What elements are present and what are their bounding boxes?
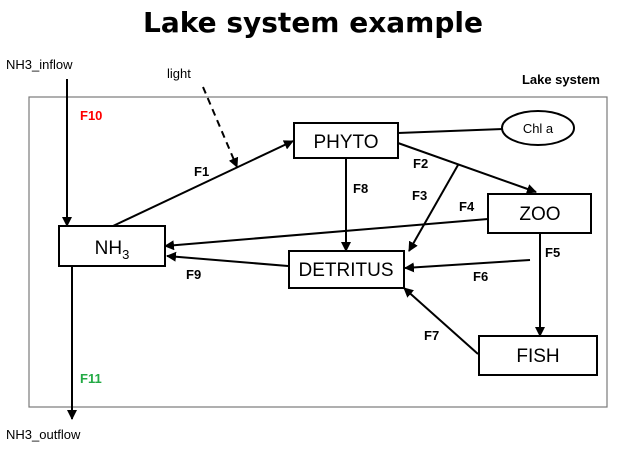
f4-arrow <box>164 218 489 251</box>
f7-arrow <box>403 287 479 355</box>
f3-arrow <box>408 164 459 252</box>
f11-label: F11 <box>80 371 102 386</box>
f4-label: F4 <box>459 199 475 214</box>
f1-arrow <box>112 140 294 227</box>
f10-label: F10 <box>80 108 102 123</box>
fish-label: FISH <box>516 346 559 367</box>
lake-system-label: Lake system <box>522 72 600 87</box>
f6-arrow <box>404 259 531 273</box>
lake-system-boundary <box>28 96 608 408</box>
fish-node: FISH <box>478 335 598 376</box>
f8-label: F8 <box>353 181 368 196</box>
f9-label: F9 <box>186 267 201 282</box>
nh3-main: NH <box>95 238 122 259</box>
detritus-label: DETRITUS <box>299 260 394 281</box>
f2-label: F2 <box>413 156 428 171</box>
nh3-subscript: 3 <box>122 247 129 262</box>
f9-arrow <box>166 251 289 267</box>
chla-node: Chl a <box>501 110 575 146</box>
detritus-node: DETRITUS <box>288 250 405 289</box>
nh3-outflow-label: NH3_outflow <box>6 427 81 442</box>
f7-label: F7 <box>424 328 439 343</box>
f1-label: F1 <box>194 164 209 179</box>
phyto-chla-link <box>397 128 504 134</box>
f5-label: F5 <box>545 245 560 260</box>
light-arrow <box>202 86 239 168</box>
f3-label: F3 <box>412 188 427 203</box>
phyto-node: PHYTO <box>293 122 399 159</box>
phyto-label: PHYTO <box>313 132 378 153</box>
diagram-title: Lake system example <box>143 6 483 39</box>
f6-label: F6 <box>473 269 488 284</box>
zoo-node: ZOO <box>487 193 592 234</box>
light-label: light <box>167 66 191 81</box>
nh3-label: NH3 <box>95 238 130 262</box>
chla-label: Chl a <box>523 121 554 136</box>
nh3-inflow-label: NH3_inflow <box>6 57 73 72</box>
zoo-label: ZOO <box>519 204 560 225</box>
nh3-node: NH3 <box>58 225 166 267</box>
f2-arrow <box>397 142 537 194</box>
